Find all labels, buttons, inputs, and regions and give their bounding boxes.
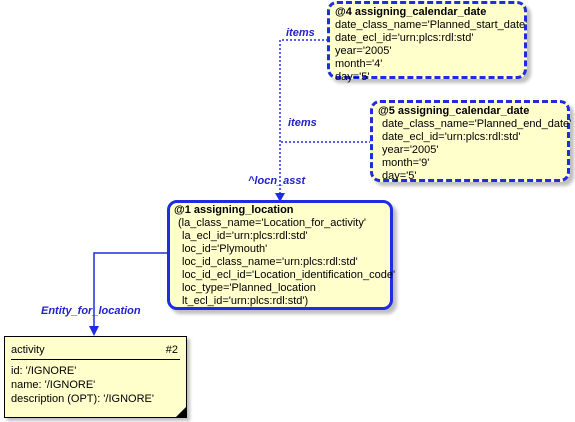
node-attr: day='5' bbox=[335, 71, 370, 83]
entity-attr: name: '/IGNORE' bbox=[11, 379, 96, 391]
node-attr: (la_class_name='Location_for_activity' bbox=[178, 217, 366, 229]
node-attr: loc_id='Plymouth' bbox=[182, 243, 268, 255]
entity-name: activity bbox=[11, 344, 45, 356]
connector-arrowhead bbox=[275, 193, 285, 202]
node-attr: day='5' bbox=[382, 170, 417, 182]
node-title: @5 assigning_calendar_date bbox=[378, 105, 530, 117]
connector-arrowhead-entity bbox=[89, 326, 99, 336]
entity-activity[interactable]: activity #2 id: '/IGNORE' name: '/IGNORE… bbox=[4, 336, 187, 418]
node-attr: lt_ecl_id='urn:plcs:rdl:std') bbox=[182, 295, 309, 307]
node-attr: date_ecl_id='urn:plcs:rdl:std' bbox=[382, 131, 521, 143]
entity-number: #2 bbox=[165, 344, 178, 356]
node-attr: loc_id_class_name='urn:plcs:rdl:std' bbox=[182, 256, 358, 268]
edge-label-items-mid: items bbox=[288, 117, 317, 129]
entity-header: activity #2 bbox=[11, 337, 180, 360]
edge-label-items-top: items bbox=[286, 27, 315, 39]
entity-attr: id: '/IGNORE' bbox=[11, 365, 77, 377]
edge-label-entity-for-location: Entity_for_location bbox=[41, 305, 141, 317]
node-assigning-location-1[interactable]: @1 assigning_location (la_class_name='Lo… bbox=[167, 200, 396, 310]
entity-attr: description (OPT): '/IGNORE' bbox=[11, 393, 154, 405]
node-attr: date_ecl_id='urn:plcs:rdl:std' bbox=[335, 32, 474, 44]
corner-fold-icon bbox=[176, 407, 186, 417]
entity-attributes: id: '/IGNORE' name: '/IGNORE' descriptio… bbox=[5, 360, 186, 406]
node-attr: date_class_name='Planned_start_date' bbox=[335, 19, 528, 31]
node-title: @1 assigning_location bbox=[174, 204, 294, 216]
node-attr: month='4' bbox=[335, 58, 383, 70]
node-attr: loc_type='Planned_location bbox=[182, 282, 316, 294]
node-attr: year='2005' bbox=[382, 144, 439, 156]
node-attr: year='2005' bbox=[335, 45, 392, 57]
node-title: @4 assigning_calendar_date bbox=[335, 6, 487, 18]
connector-entity-for-location bbox=[93, 252, 167, 328]
edge-label-locn-asst: ^locn_asst bbox=[248, 175, 306, 187]
node-attr: loc_id_ecl_id='Location_identification_c… bbox=[182, 269, 396, 281]
node-attr: la_ecl_id='urn:plcs:rdl:std' bbox=[182, 230, 308, 242]
node-assigning-calendar-date-4[interactable]: @4 assigning_calendar_date date_class_na… bbox=[327, 1, 528, 83]
node-attr: month='9' bbox=[382, 157, 430, 169]
connector-items-top bbox=[279, 39, 328, 195]
node-assigning-calendar-date-5[interactable]: @5 assigning_calendar_date date_class_na… bbox=[370, 100, 572, 182]
node-attr: date_class_name='Planned_end_date' bbox=[382, 118, 572, 130]
